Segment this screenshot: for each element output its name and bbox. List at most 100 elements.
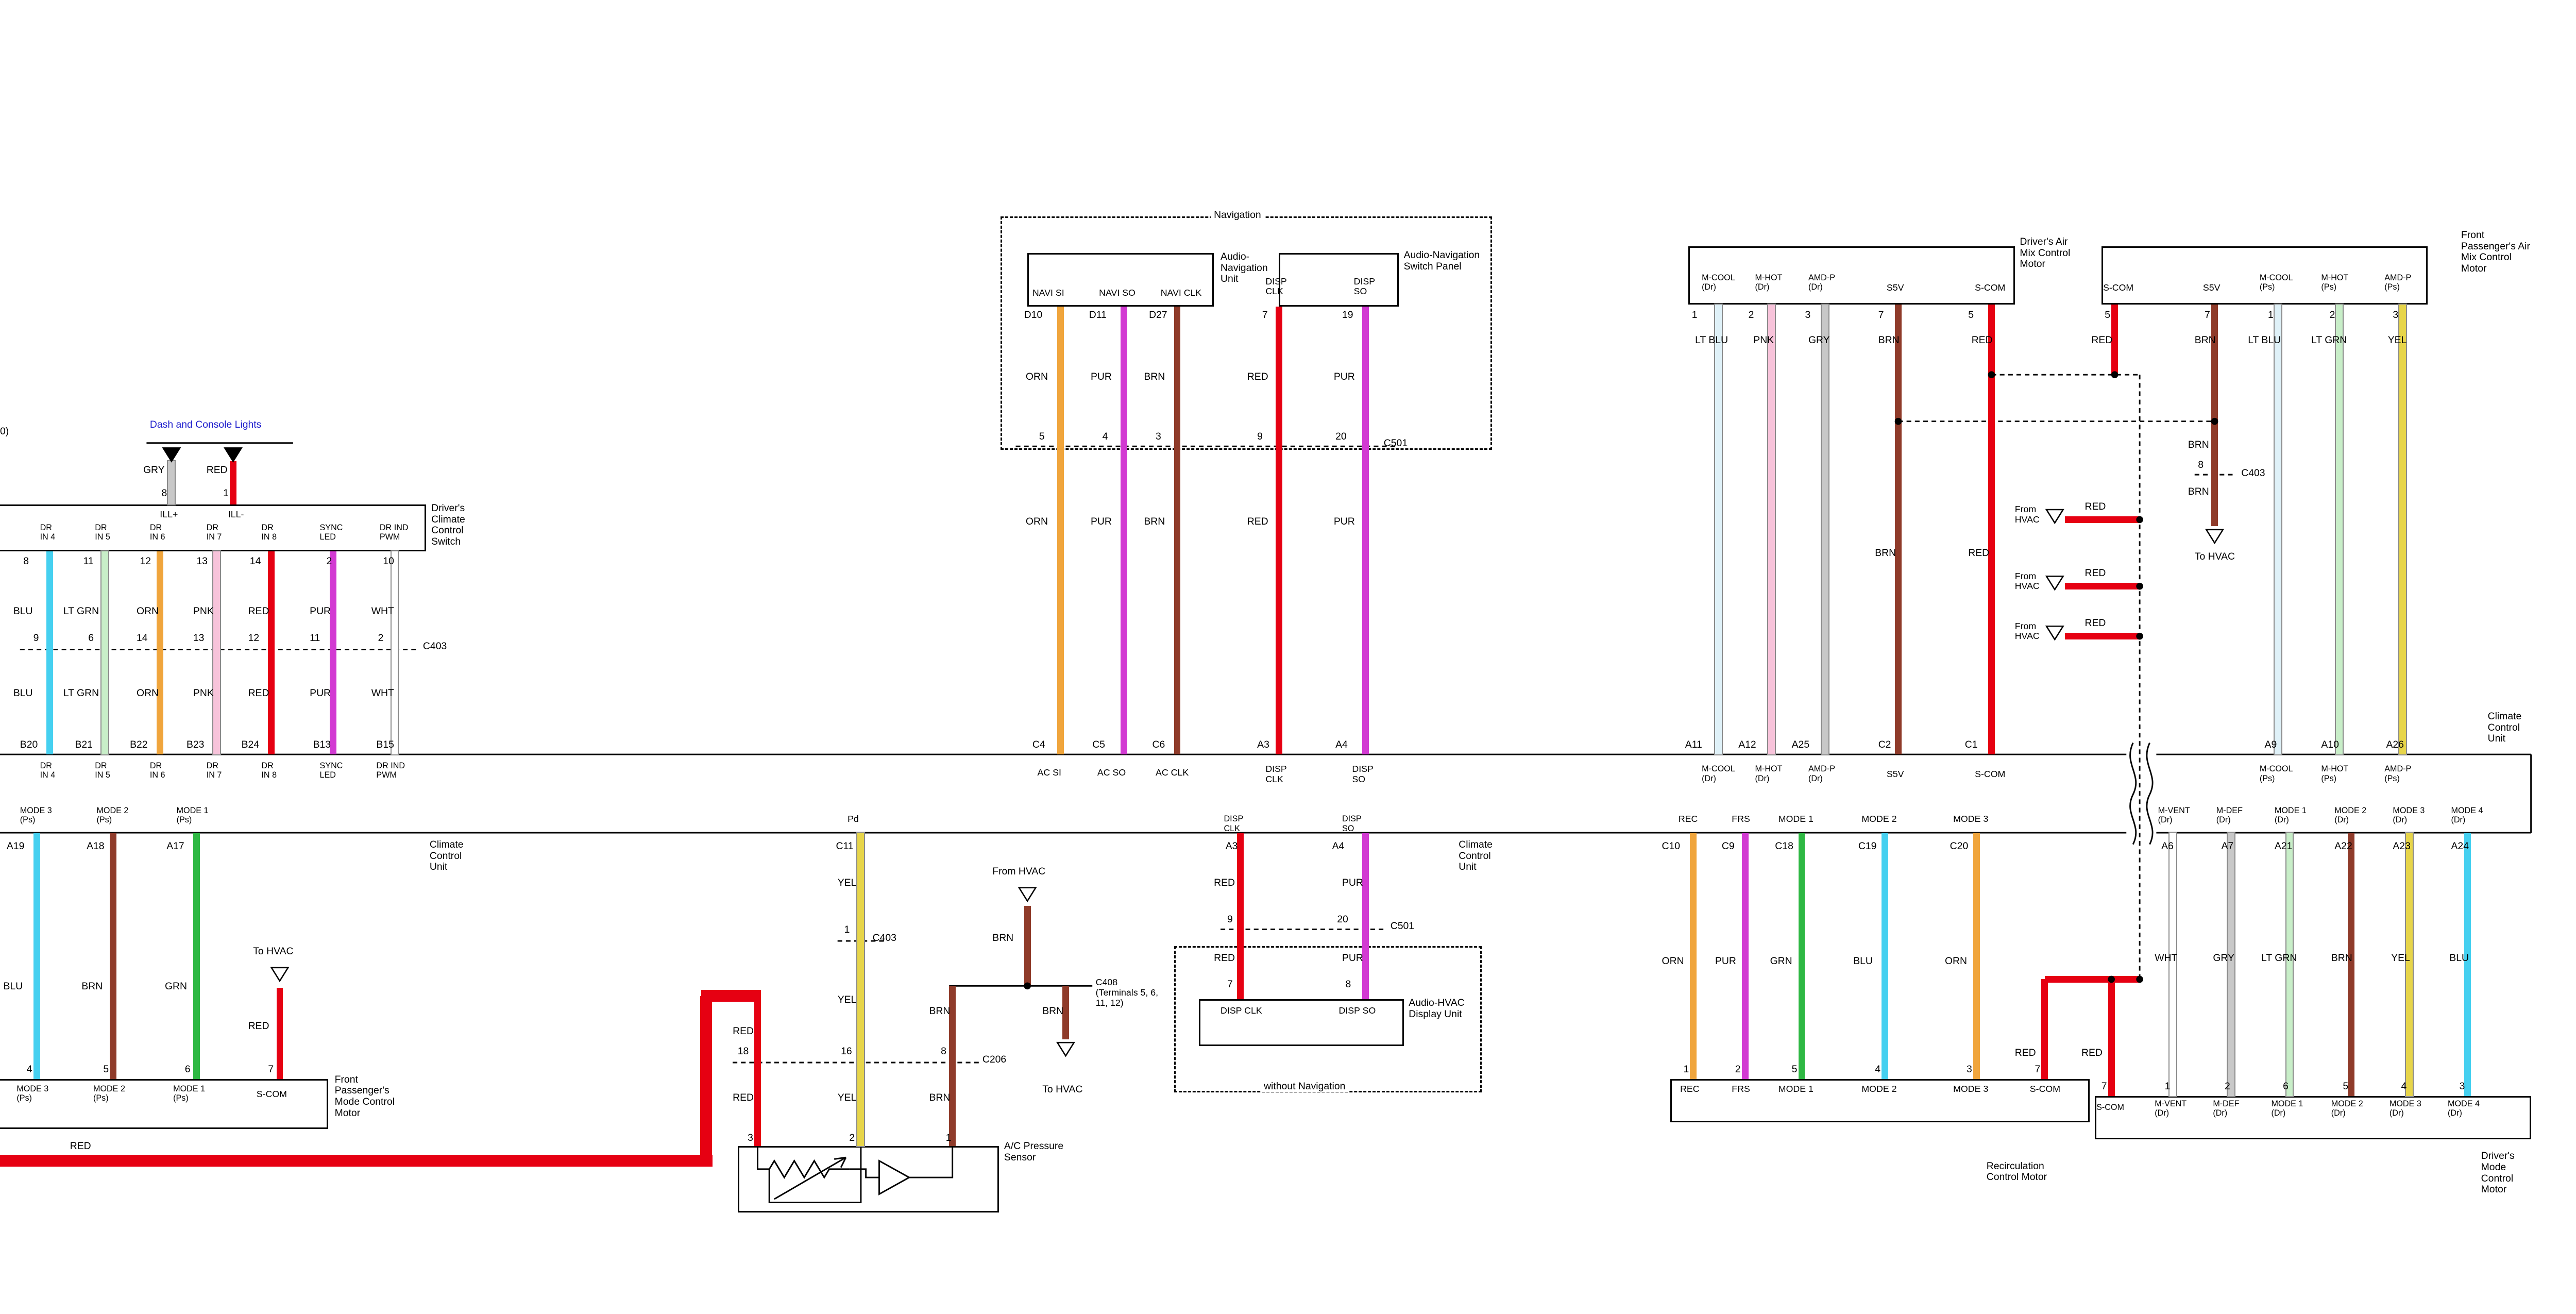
diagram-label: DR IN 5 <box>95 761 110 780</box>
diagram-label: MODE 2 (Ps) <box>93 1084 125 1103</box>
audio-navigation-unit-label: Audio- Navigation Unit <box>1221 251 1268 285</box>
diagram-label: C19 <box>1858 840 1877 852</box>
diagram-label: LT GRN <box>63 687 99 699</box>
band-break-squiggle <box>2129 742 2137 845</box>
diagram-label: S5V <box>1886 282 1904 293</box>
diagram-label: M-COOL (Dr) <box>1702 764 1735 783</box>
diagram-label: BLU <box>2449 952 2469 964</box>
diagram-label: 6 <box>184 1064 191 1075</box>
diagram-label: MODE 2 (Ps) <box>96 806 129 825</box>
diagram-label: A17 <box>166 840 184 852</box>
diagram-label: NAVI SO <box>1099 288 1136 298</box>
wire-red <box>268 551 275 755</box>
wire-red <box>2064 633 2140 640</box>
wire-red <box>2064 583 2140 590</box>
diagram-label: RED <box>1214 877 1235 889</box>
wire-red <box>2041 979 2048 1080</box>
diagram-label: A18 <box>87 840 105 852</box>
diagram-label: M-COOL (Ps) <box>2259 764 2293 783</box>
wire-pur <box>329 551 336 755</box>
diagram-label: DR IN 8 <box>261 761 277 780</box>
diagram-label: MODE 3 <box>1953 814 1989 824</box>
diagram-label: ORN <box>137 605 159 617</box>
connector-c501-b-label: C501 <box>1390 920 1415 932</box>
diagram-label: 3 <box>2459 1080 2465 1092</box>
wire-ltblu <box>2273 304 2282 756</box>
wire-brn <box>1174 306 1181 755</box>
diagram-label: B23 <box>186 739 205 750</box>
diagram-label: 7 <box>1262 309 1268 321</box>
diagram-label: BRN <box>1878 334 1900 346</box>
diagram-label: D10 <box>1024 309 1043 321</box>
wire-brn <box>949 986 956 1146</box>
diagram-label: A26 <box>2386 739 2404 750</box>
diagram-label: 7 <box>1227 979 1233 990</box>
diagram-label: 6 <box>2283 1080 2289 1092</box>
diagram-label: M-COOL (Dr) <box>1702 273 1735 292</box>
diagram-label: BLU <box>13 687 33 699</box>
diagram-label: MODE 2 (Dr) <box>2331 1099 2363 1118</box>
junction-dot <box>2211 417 2218 425</box>
drivers-climate-control-switch-box <box>0 504 427 551</box>
diagram-label: ORN <box>1025 515 1048 527</box>
diagram-label: 3 <box>2393 309 2399 321</box>
ac-pressure-sensor-box <box>737 1145 999 1212</box>
diagram-label: ILL- <box>228 509 244 519</box>
diagram-label: PUR <box>1090 370 1112 382</box>
wire-pnk <box>212 550 221 756</box>
diagram-label: M-HOT (Dr) <box>1755 273 1783 292</box>
wire-brn <box>1895 305 1902 755</box>
diagram-label: From HVAC <box>2014 620 2040 642</box>
audio-navigation-unit-box <box>1027 253 1214 307</box>
diagram-label: 5 <box>1791 1064 1798 1075</box>
diagram-label: RED <box>1214 952 1235 964</box>
diagram-label: PUR <box>1333 515 1355 527</box>
hvac-connector-arrow-icon <box>270 967 290 983</box>
diagram-label: 4 <box>2401 1080 2407 1092</box>
diagram-label: 19 <box>1342 309 1353 321</box>
connector-c501-label: C501 <box>1383 437 1408 449</box>
diagram-label: A4 <box>1332 840 1345 852</box>
diagram-label: PUR <box>310 605 331 617</box>
diagram-label: MODE 3 (Ps) <box>20 806 52 825</box>
hvac-connector-arrow-icon <box>2045 509 2064 525</box>
junction-dot <box>2136 975 2143 983</box>
diagram-label: MODE 1 (Dr) <box>2271 1099 2303 1118</box>
diagram-label: 2 <box>326 555 332 567</box>
diagram-label: C11 <box>836 840 854 852</box>
diagram-label: REC <box>1680 1084 1700 1094</box>
front-passengers-mode-motor-label: Front Passenger's Mode Control Motor <box>334 1073 395 1119</box>
diagram-label: B20 <box>20 739 38 750</box>
diagram-label: S-COM <box>2029 1084 2061 1094</box>
diagram-label: C6 <box>1152 739 1165 750</box>
diagram-label: MODE 1 <box>1778 1084 1814 1094</box>
diagram-label: To HVAC <box>253 945 294 957</box>
diagram-label: GRY <box>1808 334 1830 346</box>
junction-dot <box>2108 975 2115 983</box>
diagram-label: MODE 1 (Ps) <box>173 1084 206 1103</box>
pressure-sensor-internal <box>757 1145 770 1170</box>
wire-grn <box>1798 833 1805 1080</box>
diagram-label: 20 <box>1337 914 1348 925</box>
audio-navigation-switch-panel-label: Audio-Navigation Switch Panel <box>1403 249 1480 272</box>
diagram-label: RED <box>248 605 269 617</box>
diagram-label: AMD-P (Ps) <box>2384 764 2412 783</box>
pressure-sensor-internal <box>849 1168 879 1178</box>
diagram-label: PUR <box>1715 955 1736 967</box>
diagram-label: 1 <box>2267 309 2274 321</box>
diagram-label: To HVAC <box>2194 550 2235 562</box>
drivers-air-mix-motor-box <box>1688 246 2015 305</box>
diagram-label: A25 <box>1791 739 1810 750</box>
diagram-label: A22 <box>2334 840 2352 852</box>
diagram-label: RED <box>2084 567 2106 579</box>
diagram-label: 8 <box>23 555 29 567</box>
diagram-label: 3 <box>1156 431 1161 443</box>
diagram-label: AMD-P (Ps) <box>2384 273 2412 292</box>
wire-red <box>1988 305 1995 755</box>
diagram-label: MODE 3 (Dr) <box>2393 806 2425 825</box>
diagram-label: M-DEF (Dr) <box>2213 1099 2240 1118</box>
diagram-label: From HVAC <box>2014 570 2040 592</box>
hvac-connector-arrow-icon <box>1056 1041 1075 1057</box>
wire-red <box>1237 833 1244 1000</box>
